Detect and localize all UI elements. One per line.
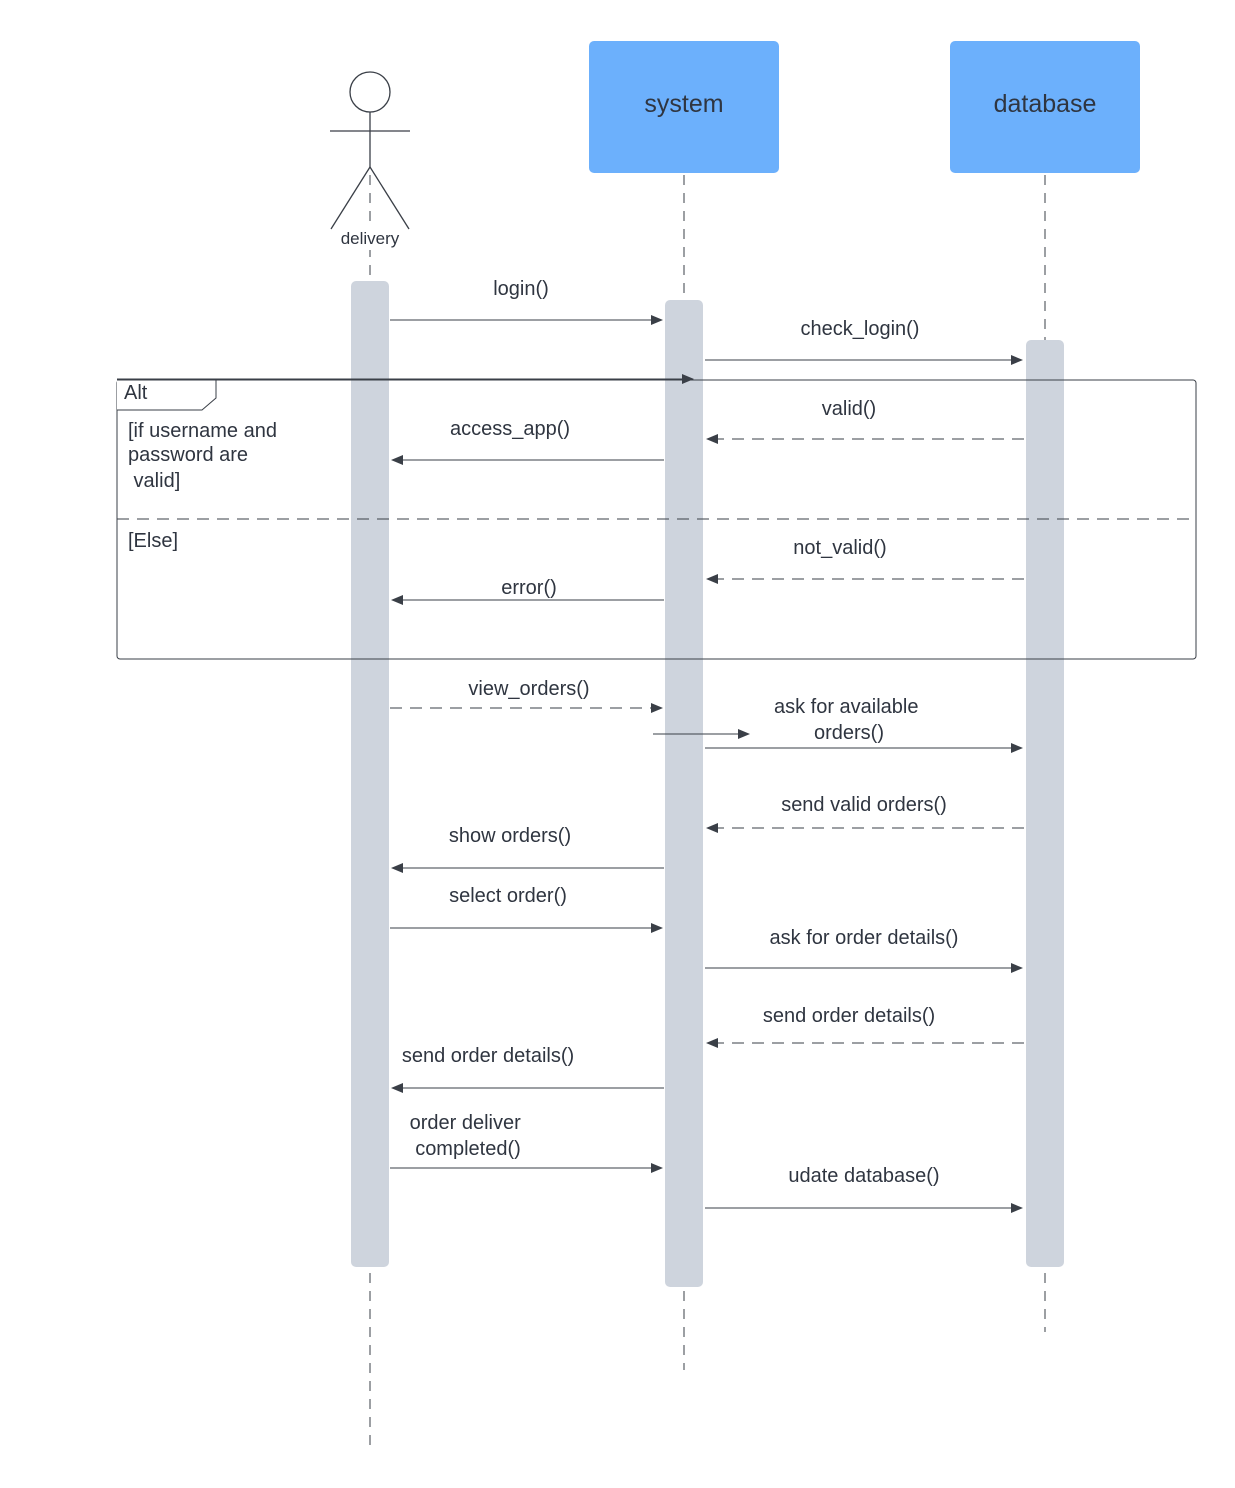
message-send-valid-orders: send valid orders(): [706, 794, 1024, 833]
message-label: send order details(): [402, 1045, 574, 1067]
alt-guard-if-line-2: password are: [128, 444, 248, 466]
message-send-order-details: send order details(): [391, 1045, 664, 1093]
alt-guard-if-line-3: valid]: [128, 470, 180, 492]
message-order-delivered: order deliver completed(): [390, 1112, 663, 1173]
message-label: ask for order details(): [770, 927, 959, 949]
message-ask-available-orders: ask for available orders(): [705, 696, 1023, 753]
message-label: not_valid(): [793, 537, 886, 559]
database-label: database: [994, 90, 1097, 118]
system-participant: system: [589, 41, 779, 173]
message-label: login(): [493, 278, 549, 300]
message-update-database: udate database(): [705, 1165, 1023, 1213]
system-activation-bar: [665, 300, 703, 1287]
message-access-app: access_app(): [391, 418, 664, 465]
alt-fragment: Alt [if username and password are valid]…: [116, 379, 1197, 660]
actor-label: delivery: [341, 229, 400, 248]
message-login: login(): [390, 278, 663, 325]
database-box: [950, 41, 1140, 173]
alt-guard-if: [if username and password are valid]: [128, 420, 283, 492]
message-not-valid: not_valid(): [706, 537, 1024, 584]
message-label: udate database(): [788, 1165, 939, 1187]
actor-head: [349, 71, 391, 113]
actor-label-bg: [335, 228, 405, 250]
message-label: show orders(): [449, 825, 571, 847]
message-ask-order-details: ask for order details(): [705, 927, 1023, 973]
message-error: error(): [391, 577, 664, 605]
alt-guard-else: [Else]: [128, 530, 178, 552]
message-label-line-2: orders(): [814, 722, 884, 744]
system-label: system: [644, 90, 723, 118]
delivery-actor: delivery: [330, 71, 410, 250]
message-label: valid(): [822, 398, 876, 420]
message-label: select order(): [449, 885, 567, 907]
delivery-activation-bar: [351, 281, 389, 1267]
actor-left-leg: [330, 166, 371, 230]
actor-right-leg: [369, 166, 410, 230]
database-participant: database: [950, 41, 1140, 173]
message-label: access_app(): [450, 418, 570, 440]
message-label: send valid orders(): [781, 794, 947, 816]
message-label-line-1: order deliver: [410, 1112, 522, 1134]
alt-operator-label: Alt: [124, 382, 148, 404]
message-label-line-1: ask for available: [774, 696, 919, 718]
alt-operator-tab: [117, 379, 217, 411]
message-send-order-details-db: send order details(): [706, 1005, 1024, 1048]
message-label: check_login(): [801, 318, 920, 340]
message-valid: valid(): [706, 398, 1024, 444]
message-label-line-2: completed(): [415, 1138, 521, 1160]
alt-guard-if-line-1: [if username and: [128, 420, 277, 442]
message-label: send order details(): [763, 1005, 935, 1027]
message-label: error(): [501, 577, 557, 599]
message-label: ask for available orders(): [774, 696, 924, 744]
message-view-orders: view_orders(): [390, 678, 663, 713]
message-label: view_orders(): [468, 678, 589, 700]
message-select-order: select order(): [390, 885, 663, 933]
message-show-orders: show orders(): [391, 825, 664, 873]
database-activation-bar: [1026, 340, 1064, 1267]
message-label: order deliver completed(): [410, 1112, 527, 1160]
message-check-login: check_login(): [705, 318, 1023, 365]
system-box: [589, 41, 779, 173]
